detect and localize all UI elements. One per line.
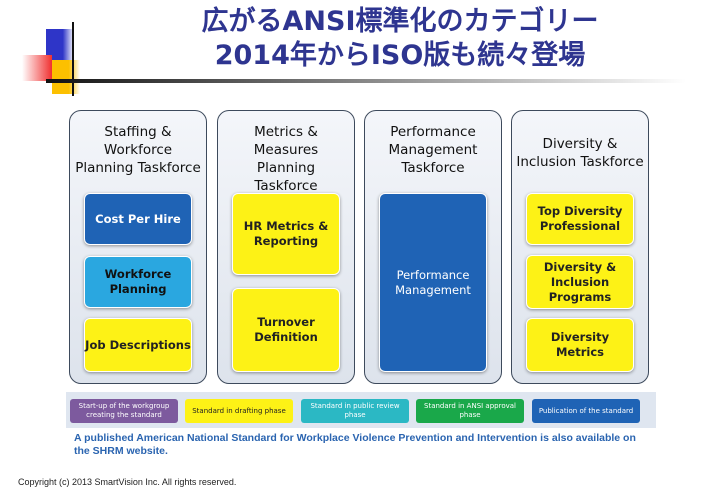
column-heading: Staffing & Workforce Planning Taskforce: [75, 124, 201, 176]
column-heading: Diversity & Inclusion Taskforce: [516, 136, 644, 170]
item-top-diversity: Top Diversity Professional: [526, 193, 634, 245]
legend-drafting: Standard in drafting phase: [185, 399, 293, 423]
legend-publication: Publication of the standard: [532, 399, 640, 423]
item-workforce-planning: Workforce Planning: [84, 256, 192, 308]
legend-ansi-approval: Standard in ANSI approval phase: [416, 399, 524, 423]
item-hr-metrics: HR Metrics & Reporting: [232, 193, 340, 275]
column-diversity: Diversity & Inclusion Taskforce Top Dive…: [511, 110, 649, 384]
copyright: Copyright (c) 2013 SmartVision Inc. All …: [18, 477, 237, 487]
item-turnover-definition: Turnover Definition: [232, 288, 340, 372]
column-performance: Performance Management Taskforce Perform…: [364, 110, 502, 384]
note-text: A published American National Standard f…: [74, 432, 636, 457]
item-cost-per-hire: Cost Per Hire: [84, 193, 192, 245]
item-diversity-programs: Diversity & Inclusion Programs: [526, 255, 634, 309]
item-performance-management: Performance Management: [379, 193, 487, 372]
legend-startup: Start-up of the workgroup creating the s…: [70, 399, 178, 423]
column-metrics: Metrics & Measures Planning Taskforce HR…: [217, 110, 355, 384]
column-heading: Performance Management Taskforce: [388, 124, 478, 176]
item-diversity-metrics: Diversity Metrics: [526, 318, 634, 372]
title-line-1: 広がるANSI標準化のカテゴリー: [201, 6, 599, 37]
legend-public-review: Standard in public review phase: [301, 399, 409, 423]
column-heading: Metrics & Measures Planning Taskforce: [253, 124, 319, 194]
title-line-2: 2014年からISO版も続々登場: [214, 40, 586, 71]
item-job-descriptions: Job Descriptions: [84, 318, 192, 372]
column-staffing: Staffing & Workforce Planning Taskforce …: [69, 110, 207, 384]
logo-decoration: [0, 0, 710, 100]
